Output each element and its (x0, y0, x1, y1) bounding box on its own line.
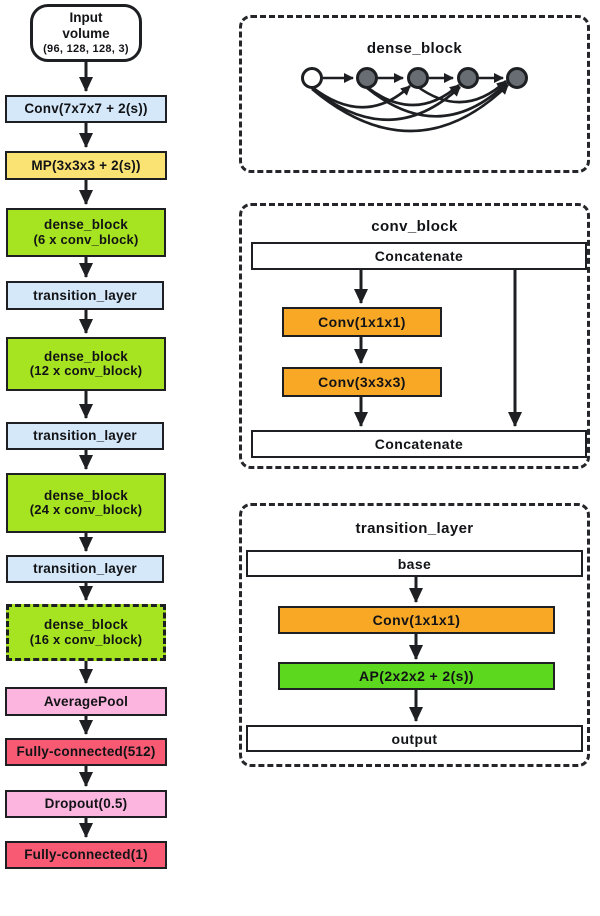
concatenate-top-label: Concatenate (374, 248, 464, 264)
output-label: output (391, 730, 438, 747)
conv-3x3x3-box: Conv(3x3x3) (282, 367, 442, 397)
average-pool-label: AveragePool (43, 693, 129, 709)
conv-1x1x1-label: Conv(1x1x1) (318, 314, 406, 330)
dense-block-4-sublabel: (16 x conv_block) (29, 631, 143, 647)
conv7-label: Conv(7x7x7 + 2(s)) (24, 101, 148, 117)
transition-layer-1-box: transition_layer (6, 281, 164, 310)
conv-block-panel-title: conv_block (371, 218, 458, 235)
dense-block-panel-title: dense_block (366, 40, 463, 57)
dense-block-2-label: dense_block (44, 348, 128, 364)
base-label: base (397, 555, 432, 572)
concatenate-top-box: Concatenate (251, 242, 587, 270)
input-label-line1: Input (69, 10, 103, 26)
transition-layer-1-label: transition_layer (33, 287, 137, 303)
dropout-box: Dropout(0.5) (5, 790, 167, 818)
dense-block-4-box: dense_block (16 x conv_block) (6, 604, 166, 661)
fully-connected-1-label: Fully-connected(1) (24, 847, 148, 863)
input-volume-node: Input volume (96, 128, 128, 3) (30, 4, 142, 62)
dense-block-3-sublabel: (24 x conv_block) (29, 502, 143, 518)
dense-block-3-box: dense_block (24 x conv_block) (6, 473, 166, 533)
fully-connected-1-box: Fully-connected(1) (5, 841, 167, 869)
fully-connected-512-label: Fully-connected(512) (16, 744, 156, 760)
transition-layer-2-label: transition_layer (33, 428, 137, 444)
conv-3x3x3-label: Conv(3x3x3) (318, 374, 406, 390)
concatenate-bottom-box: Concatenate (251, 430, 587, 458)
dense-block-2-box: dense_block (12 x conv_block) (6, 337, 166, 391)
transition-conv-box: Conv(1x1x1) (278, 606, 555, 634)
dense-block-1-box: dense_block (6 x conv_block) (6, 208, 166, 257)
maxpool-label: MP(3x3x3 + 2(s)) (31, 157, 141, 173)
dense-block-3-label: dense_block (44, 487, 128, 503)
transition-layer-3-label: transition_layer (33, 561, 137, 577)
average-pool-box: AveragePool (5, 687, 167, 716)
dropout-label: Dropout(0.5) (44, 796, 128, 812)
conv-1x1x1-box: Conv(1x1x1) (282, 307, 442, 337)
concatenate-bottom-label: Concatenate (374, 436, 464, 452)
transition-conv-label: Conv(1x1x1) (372, 612, 461, 628)
input-shape-label: (96, 128, 128, 3) (43, 42, 129, 55)
conv7-box: Conv(7x7x7 + 2(s)) (5, 95, 167, 123)
average-pool-layer-box: AP(2x2x2 + 2(s)) (278, 662, 555, 690)
transition-layer-panel-title: transition_layer (355, 520, 474, 537)
dense-block-2-sublabel: (12 x conv_block) (29, 363, 143, 379)
base-box: base (246, 550, 583, 577)
transition-layer-3-box: transition_layer (6, 555, 164, 583)
output-box: output (246, 725, 583, 752)
input-label-line2: volume (62, 26, 110, 42)
maxpool-box: MP(3x3x3 + 2(s)) (5, 151, 167, 180)
dense-block-panel: dense_block (239, 15, 590, 173)
average-pool-layer-label: AP(2x2x2 + 2(s)) (359, 668, 474, 684)
dense-block-1-sublabel: (6 x conv_block) (33, 231, 139, 247)
dense-block-4-label: dense_block (44, 617, 128, 633)
transition-layer-2-box: transition_layer (6, 422, 164, 450)
dense-block-1-label: dense_block (44, 217, 128, 233)
fully-connected-512-box: Fully-connected(512) (5, 738, 167, 766)
